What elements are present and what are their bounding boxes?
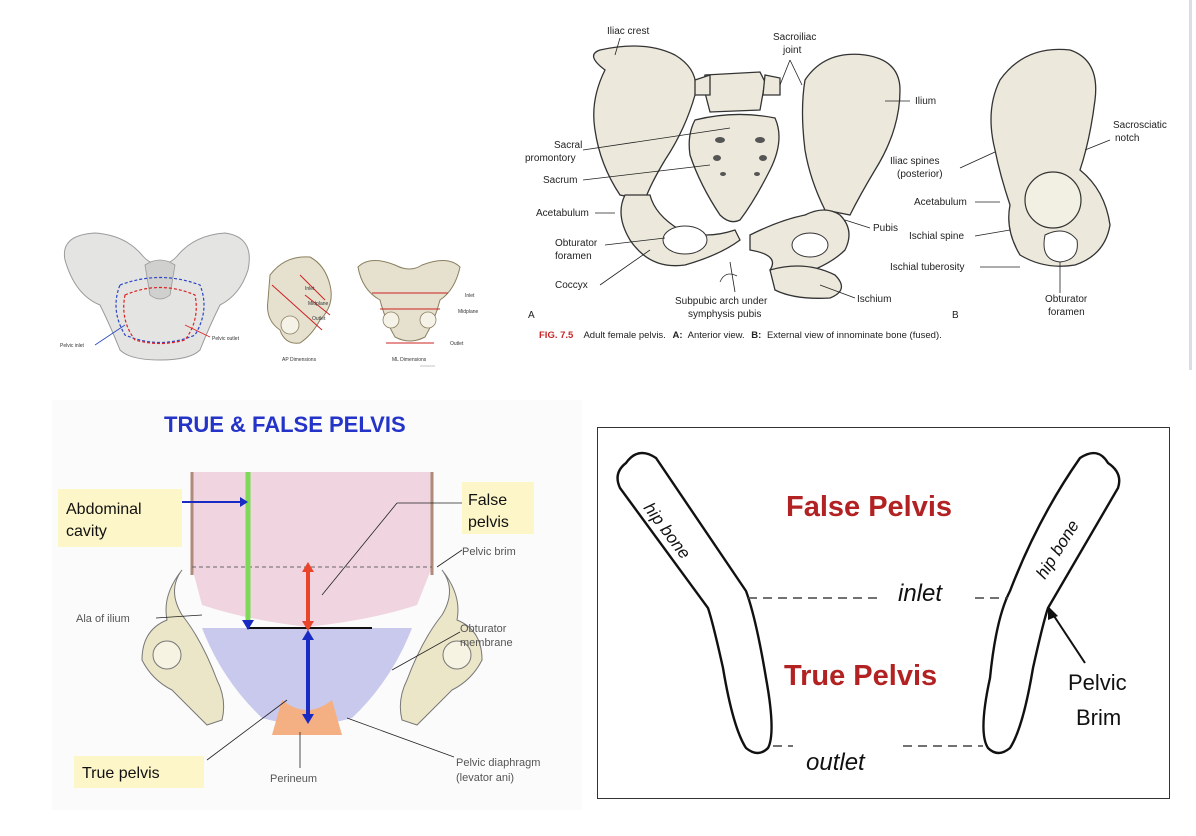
left-hip-bone [141, 569, 225, 726]
label-ilium: Ilium [915, 96, 936, 107]
caption-fig-number: FIG. 7.5 [539, 330, 574, 341]
ap-midplane-label: Midplane [308, 301, 329, 307]
pelvic-diaphragm-label-1: Pelvic diaphragm [456, 757, 540, 769]
false-pelvis-region [192, 567, 432, 627]
pelvic-inlet-label: Pelvic inlet [60, 343, 85, 349]
ml-inlet-label: Inlet [465, 293, 475, 299]
abdominal-cavity-box [58, 489, 182, 547]
obturator-membrane-label-2: membrane [460, 637, 513, 649]
true-pelvis-heading: True Pelvis [784, 660, 937, 692]
ml-midplane-label: Midplane [458, 309, 479, 315]
false-pelvis-label-1: False [468, 492, 507, 509]
caption-a: A: [672, 330, 682, 341]
pelvic-brim-label: Pelvic brim [462, 546, 516, 558]
right-hip-bone [399, 569, 483, 726]
label-iliac-spines-1: Iliac spines [890, 156, 939, 167]
ap-outlet-label: Outlet [312, 316, 326, 322]
label-iliac-crest: Iliac crest [607, 26, 649, 37]
caption-text-1: Adult female pelvis. [583, 330, 665, 341]
pelvis-model-ml: Inlet Midplane Outlet ML Dimensions [357, 260, 479, 367]
pelvic-brim-arrow [1053, 615, 1086, 664]
label-ischium: Ischium [857, 294, 891, 305]
outlet-label: outlet [806, 749, 866, 776]
pelvic-brim-label-1: Pelvic [1068, 670, 1127, 695]
label-subpubic-2: symphysis pubis [688, 309, 761, 320]
label-view-b: B [952, 310, 959, 321]
label-obturator-foramen-a1: Obturator [555, 238, 598, 249]
label-obturator-foramen-b2: foramen [1048, 307, 1085, 318]
true-pelvis-box [74, 756, 204, 788]
true-false-pelvis-figure: TRUE & FALSE PELVIS [58, 412, 540, 788]
false-pelvis-box [462, 482, 534, 534]
abdominal-cavity-label-1: Abdominal [66, 501, 142, 518]
true-pelvis-label: True pelvis [82, 765, 160, 782]
perineum-label: Perineum [270, 773, 317, 785]
pelvis-models-panel: Pelvic inlet Pelvic outlet Inlet Midplan… [50, 225, 495, 375]
left-hip-bone-outline [616, 451, 773, 755]
inlet-label: inlet [898, 580, 943, 607]
ml-dimensions-caption: ML Dimensions [392, 357, 427, 363]
ap-inlet-label: Inlet [305, 286, 315, 292]
label-ischial-spine: Ischial spine [909, 231, 964, 242]
pelvic-diaphragm-label-2: (levator ani) [456, 772, 514, 784]
label-pubis: Pubis [873, 223, 898, 234]
label-obturator-foramen-a2: foramen [555, 251, 592, 262]
innominate-bone-drawing [990, 48, 1111, 267]
label-sacrum: Sacrum [543, 175, 577, 186]
caption-b: B: [751, 330, 761, 341]
fig75-caption: FIG. 7.5 Adult female pelvis. A: Anterio… [539, 330, 942, 341]
obturator-membrane-label-1: Obturator [460, 623, 507, 635]
label-sacrosciatic-1: Sacrosciatic [1113, 120, 1167, 131]
right-hip-bone-outline [982, 451, 1121, 755]
ap-dimensions-caption: AP Dimensions [282, 357, 317, 363]
schematic-panel: hip bone hip bone False Pelvis True Pelv… [597, 427, 1170, 799]
label-sacroiliac-joint-1: Sacroiliac [773, 32, 816, 43]
pelvic-outlet-label: Pelvic outlet [212, 336, 240, 342]
false-pelvis-label-2: pelvis [468, 514, 509, 531]
label-sacroiliac-joint-2: joint [782, 45, 802, 56]
fig75-figure: Iliac crest Sacroiliac joint Ilium Sacra… [525, 26, 1167, 341]
label-ischial-tuberosity: Ischial tuberosity [890, 262, 964, 273]
pelvis-model-lateral: Inlet Midplane Outlet AP Dimensions [267, 256, 332, 363]
label-acetabulum-a: Acetabulum [536, 208, 589, 219]
false-pelvis-heading: False Pelvis [786, 491, 952, 523]
pelvis-models-figure: Pelvic inlet Pelvic outlet Inlet Midplan… [60, 232, 479, 367]
right-edge-bar [1189, 0, 1192, 370]
ala-of-ilium-label: Ala of ilium [76, 613, 130, 625]
fig75-leaders [582, 37, 1111, 299]
ml-outlet-label: Outlet [450, 341, 464, 347]
pelvic-brim-label-2: Brim [1076, 705, 1121, 730]
caption-text-2: Anterior view. [688, 330, 745, 341]
label-view-a: A [528, 310, 535, 321]
anterior-pelvis-drawing [593, 45, 901, 299]
false-pelvis-region-upper [192, 472, 432, 567]
label-subpubic-1: Subpubic arch under [675, 296, 768, 307]
abdominal-cavity-label-2: cavity [66, 523, 107, 540]
true-false-title: TRUE & FALSE PELVIS [164, 412, 406, 437]
label-sacral-promontory-2: promontory [525, 153, 576, 164]
label-obturator-foramen-b1: Obturator [1045, 294, 1088, 305]
true-false-pelvis-panel: TRUE & FALSE PELVIS [52, 400, 582, 810]
label-acetabulum-b: Acetabulum [914, 197, 967, 208]
schematic-figure: hip bone hip bone False Pelvis True Pelv… [616, 451, 1127, 776]
label-sacral-promontory-1: Sacral [554, 140, 582, 151]
caption-text-3: External view of innominate bone (fused)… [767, 330, 942, 341]
pelvis-model-front: Pelvic inlet Pelvic outlet [60, 232, 250, 361]
label-sacrosciatic-2: notch [1115, 133, 1139, 144]
label-iliac-spines-2: (posterior) [897, 169, 943, 180]
fig75-panel: Iliac crest Sacroiliac joint Ilium Sacra… [505, 0, 1196, 370]
label-coccyx: Coccyx [555, 280, 588, 291]
tf-leaders [155, 502, 463, 768]
